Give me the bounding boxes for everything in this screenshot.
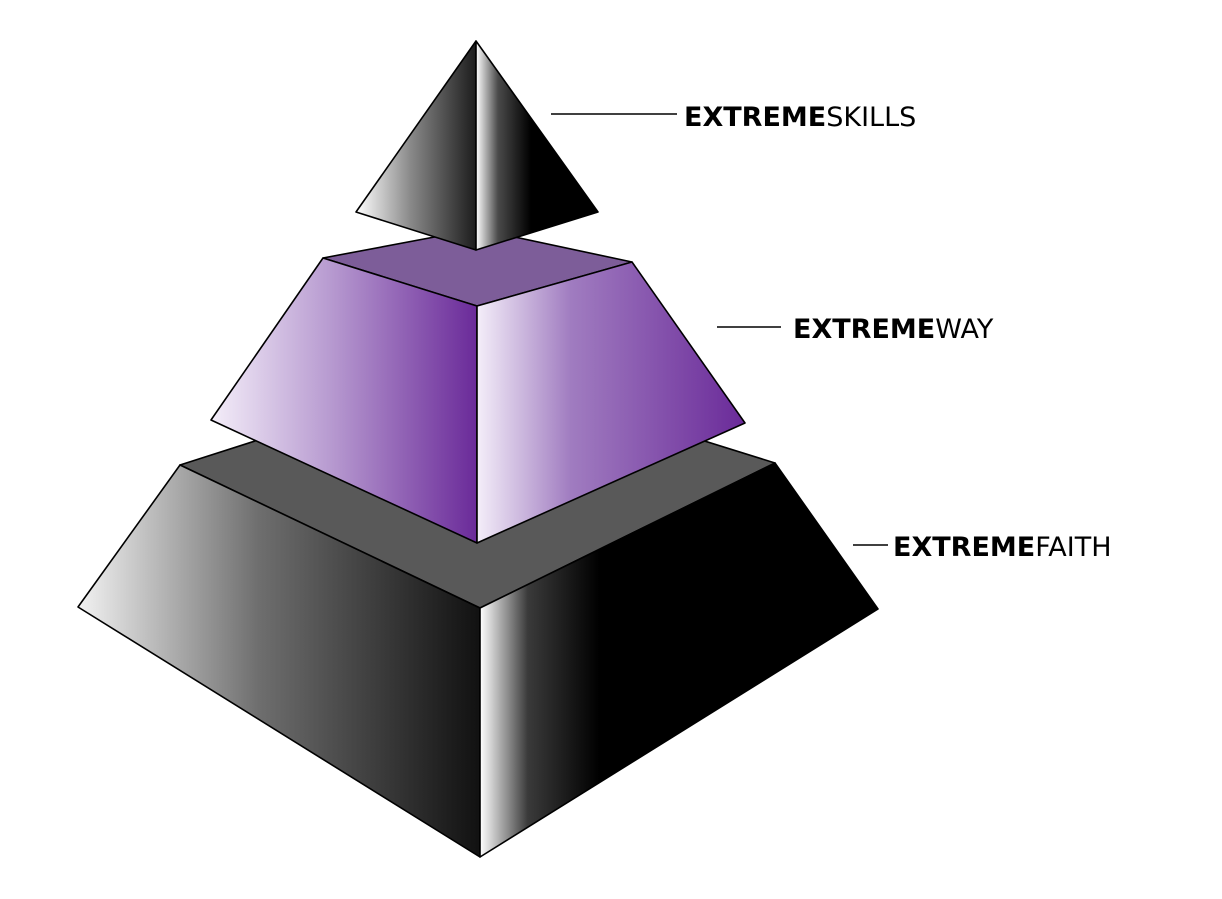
tier-skills-left-face: [355, 40, 477, 251]
tier-faith-right-face: [479, 462, 879, 858]
tier-skills: [355, 40, 599, 251]
label-faith-name: FAITH: [1035, 532, 1111, 563]
label-skills: EXTREMESKILLS: [684, 102, 916, 133]
label-way: EXTREMEWAY: [793, 314, 994, 345]
tier-skills-right-face: [475, 40, 599, 251]
tier-way-right-face: [476, 261, 746, 544]
label-skills-name: SKILLS: [826, 102, 916, 133]
label-faith-prefix: EXTREME: [893, 532, 1035, 563]
label-way-prefix: EXTREME: [793, 314, 935, 345]
label-skills-prefix: EXTREME: [684, 102, 826, 133]
label-way-name: WAY: [935, 314, 994, 345]
tier-way: [210, 228, 746, 544]
label-faith: EXTREMEFAITH: [893, 532, 1112, 563]
